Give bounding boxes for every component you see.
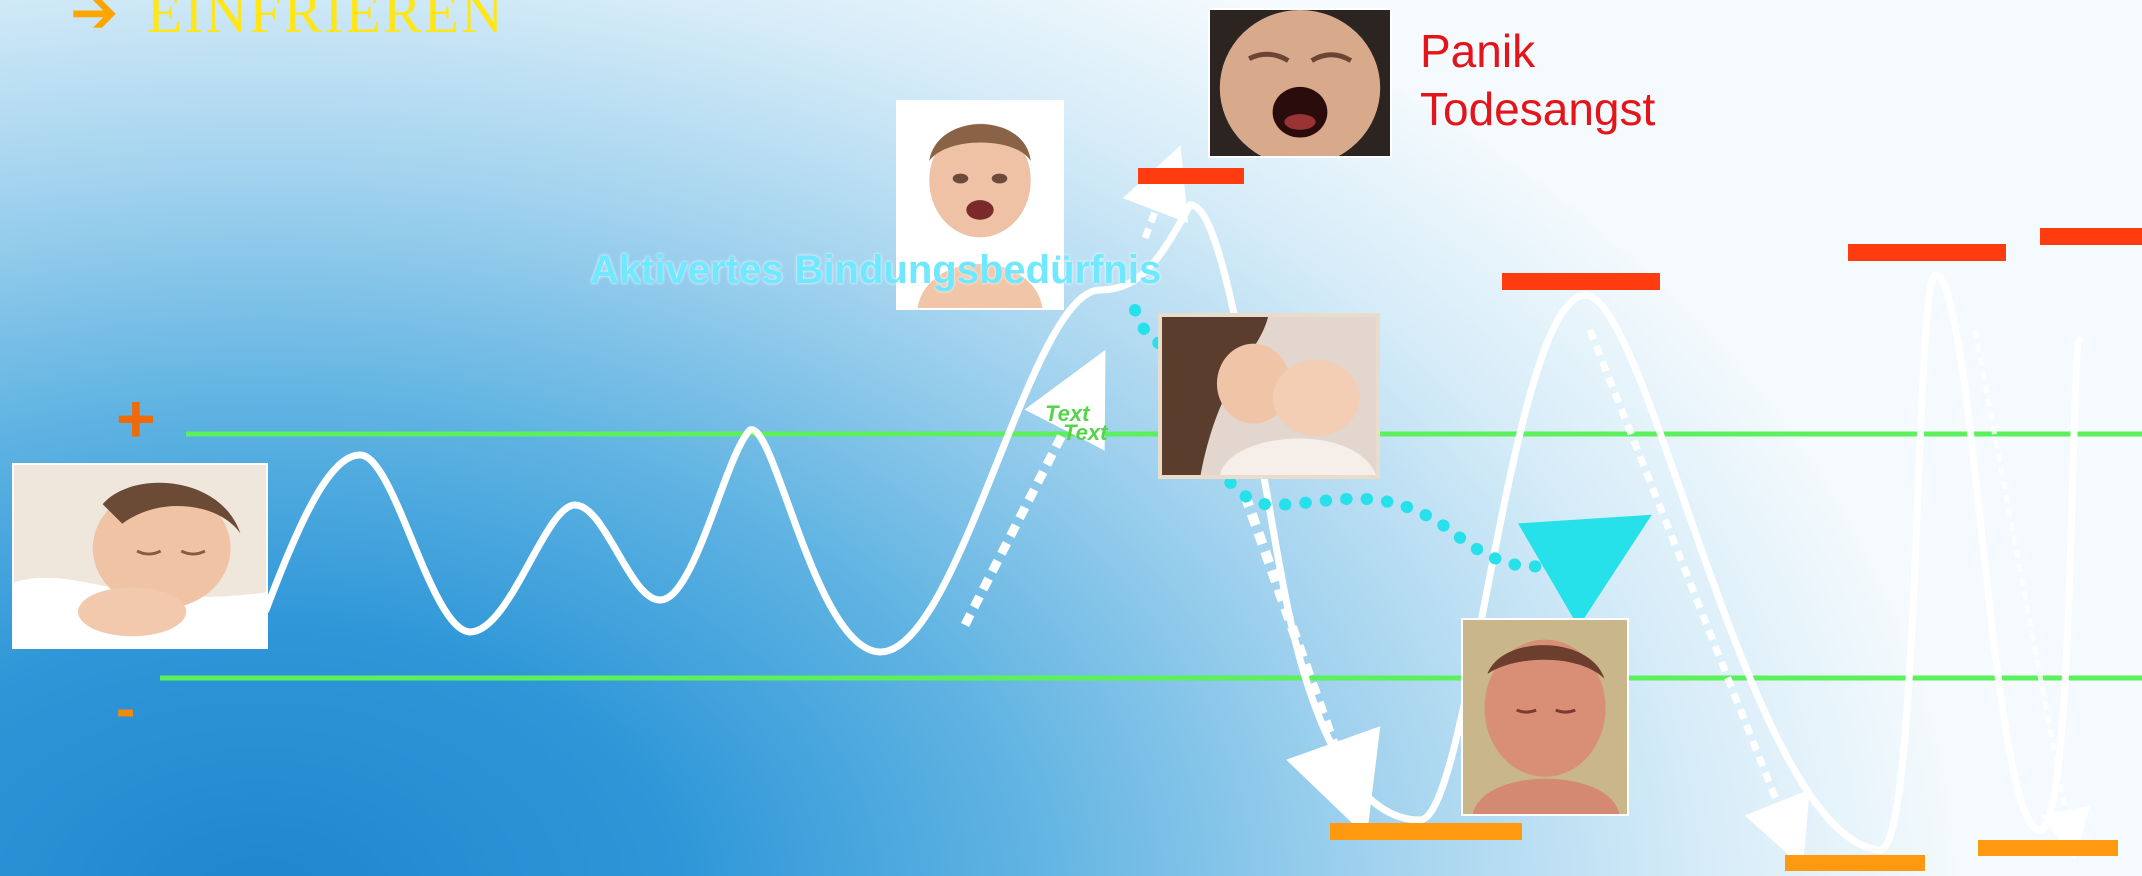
mother-holding-baby-photo [1158,313,1380,479]
newborn-baby-photo [1461,618,1629,816]
lower-marker-2 [1785,855,1925,871]
upper-marker-3 [1848,244,2006,261]
slide-title: ➔ EINFRIEREN [70,0,505,46]
text-placeholder-2: Text [1063,420,1107,446]
upper-marker-2 [1502,273,1660,290]
upper-marker-4 [2040,228,2142,245]
lower-marker-1 [1330,823,1522,840]
lower-marker-3 [1978,840,2118,856]
peak-arrow [1145,178,1168,238]
upper-marker-1 [1138,168,1244,184]
plus-sign: + [116,385,156,453]
panik-label: Panik Todesangst [1420,22,1655,138]
arrow-icon: ➔ [70,0,121,46]
bindung-label: Aktivertes Bindungsbedürfnis [590,248,1161,293]
screaming-baby-face-photo [1208,8,1392,158]
arousal-wave [266,205,2080,850]
title-text: EINFRIEREN [147,0,505,45]
sleeping-baby-photo [12,463,268,649]
minus-sign: - [116,680,135,738]
panik-line-1: Panik [1420,22,1655,80]
panik-line-2: Todesangst [1420,80,1655,138]
